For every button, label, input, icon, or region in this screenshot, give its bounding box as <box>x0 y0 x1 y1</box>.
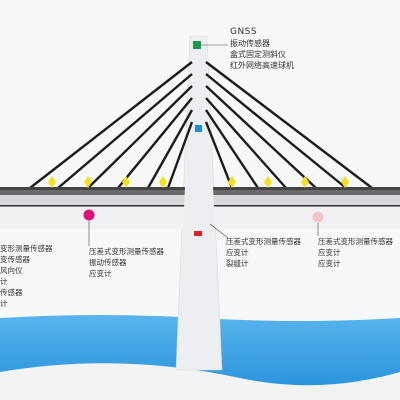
right-label-line-1: 压差式变形测量传感器 <box>318 237 393 246</box>
midleft-label-line-2: 振动传感器 <box>89 258 127 267</box>
vibration-sensor-label: 振动传感器 <box>230 39 270 48</box>
right-span-sensor-marker <box>312 211 324 223</box>
center-label-line-3: 裂缝计 <box>226 259 249 268</box>
stay-cables-right <box>204 61 373 189</box>
left-label-line-6: 计 <box>0 299 8 308</box>
center-label-line-1: 压差式变形测量传感器 <box>226 237 301 246</box>
cable-anchor-markers <box>48 176 349 188</box>
stay-cables-left <box>29 61 194 189</box>
midleft-label-line-3: 应变计 <box>89 269 112 278</box>
tower-deck-overlay <box>183 186 215 232</box>
vibration-marker <box>195 125 202 132</box>
camera-label: 红外网络高速球机 <box>230 61 294 70</box>
left-label-line-2: 变传感器 <box>0 255 30 264</box>
tower-base-marker <box>194 231 202 236</box>
mid-left-sensor-label: 压差式变形测量传感器 振动传感器 应变计 <box>89 246 164 279</box>
tower-base-sensor-label: 压差式变形测量传感器 应变计 裂缝计 <box>226 236 301 269</box>
mid-left-sensor-marker <box>83 209 95 221</box>
midleft-label-line-1: 压差式变形测量传感器 <box>89 247 164 256</box>
water-foreground-wave <box>0 363 400 400</box>
tower-top-sensor-label: GNSS 振动传感器 盒式固定测斜仪 红外网络高速球机 <box>230 27 294 71</box>
left-label-line-5: 传感器 <box>0 288 23 297</box>
inclinometer-label: 盒式固定测斜仪 <box>230 50 286 59</box>
center-label-line-2: 应变计 <box>226 248 249 257</box>
left-pier-sensor-label: 变形测量传感器 变传感器 风向仪 计 传感器 计 <box>0 243 53 309</box>
gnss-label: GNSS <box>230 27 258 37</box>
leader-lines <box>88 44 319 246</box>
left-label-line-4: 计 <box>0 277 8 286</box>
gnss-marker <box>193 41 201 49</box>
right-label-line-2: 应变计 <box>318 248 341 257</box>
right-label-line-3: 应变计 <box>318 259 341 268</box>
left-label-line-3: 风向仪 <box>0 266 23 275</box>
left-label-line-1: 变形测量传感器 <box>0 244 53 253</box>
right-span-sensor-label: 压差式变形测量传感器 应变计 应变计 <box>318 236 393 269</box>
